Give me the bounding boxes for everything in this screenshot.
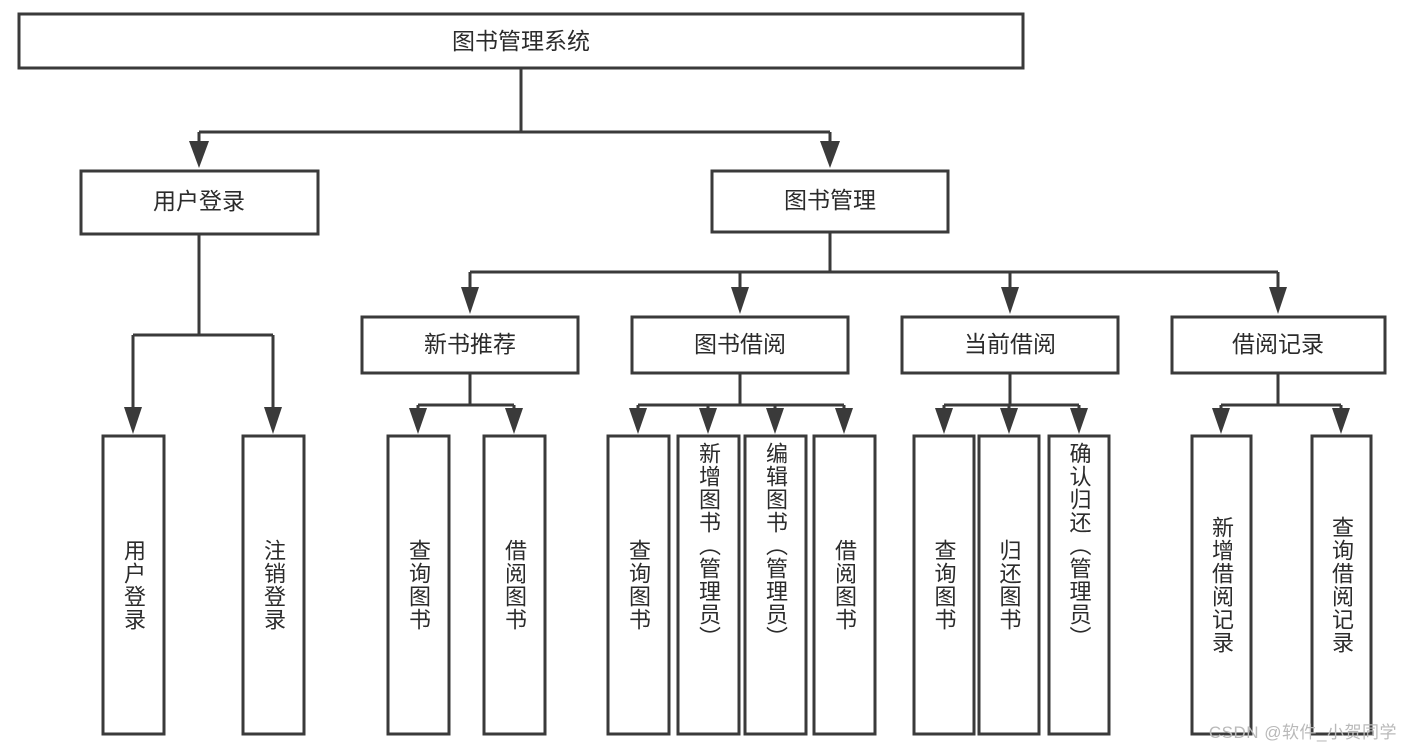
arrow-head-leaf-query-book-2 [629,408,647,434]
arrow-head-book-borrow [731,287,749,314]
arrow-head-leaf-logout [264,407,282,434]
arrow-head-book-mgmt [820,141,840,168]
node-book-mgmt-label: 图书管理 [784,187,876,213]
node-borrow-record-label: 借阅记录 [1232,331,1324,357]
arrow-head-user-login [189,141,209,168]
node-leaf-query-book-1-box[interactable] [386,434,451,736]
arrow-head-leaf-borrow-book-2 [835,408,853,434]
node-leaf-user-login-box[interactable] [101,434,166,736]
node-leaf-confirm-return-box[interactable] [1047,434,1111,736]
node-current-borrow[interactable]: 当前借阅 [900,315,1120,375]
node-leaf-logout-box[interactable] [241,434,306,736]
node-book-mgmt-box[interactable] [710,169,950,234]
node-book-borrow-label: 图书借阅 [694,331,786,357]
node-leaf-add-record-box[interactable] [1190,434,1253,736]
node-root[interactable]: 图书管理系统 [17,12,1025,70]
node-new-book-rec-label: 新书推荐 [424,331,516,357]
arrow-head-leaf-add-book [699,408,717,434]
arrow-head-leaf-query-book-1 [409,408,427,434]
arrow-head-leaf-edit-book [766,408,784,434]
edge-group-current-borrow [935,373,1088,434]
node-user-login-box[interactable] [79,169,320,236]
node-leaf-return-book-box[interactable] [977,434,1041,736]
node-leaf-query-record-box[interactable] [1310,434,1373,736]
node-leaf-query-book-2-box[interactable] [606,434,671,736]
node-book-borrow[interactable]: 图书借阅 [630,315,850,375]
node-leaf-edit-book-box[interactable] [743,434,808,736]
node-leaf-query-book-3-box[interactable] [912,434,976,736]
arrow-head-leaf-add-record [1212,408,1230,434]
node-user-login-label: 用户登录 [153,188,245,214]
node-leaf-borrow-book-2-box[interactable] [812,434,877,736]
node-user-login[interactable]: 用户登录 [79,169,320,236]
arrow-head-leaf-user-login [124,407,142,434]
node-root-label: 图书管理系统 [452,28,590,54]
csdn-watermark: CSDN @软件_小贺同学 [1208,723,1397,742]
arrow-head-leaf-query-book-3 [935,408,953,434]
edge-group-new-book-rec [409,373,523,434]
node-borrow-record-box[interactable] [1170,315,1387,375]
node-root-box[interactable] [17,12,1025,70]
arrow-head-new-book-rec [461,287,479,314]
node-book-mgmt[interactable]: 图书管理 [710,169,950,234]
node-borrow-record[interactable]: 借阅记录 [1170,315,1387,375]
node-new-book-rec-box[interactable] [360,315,580,375]
edge-group-user-login [124,235,282,434]
node-leaf-add-book-box[interactable] [676,434,741,736]
arrow-head-leaf-return-book [1000,408,1018,434]
edge-group-book-borrow [629,373,853,434]
edge-group-borrow-record [1212,373,1350,434]
arrow-head-leaf-confirm-return [1070,408,1088,434]
arrow-head-leaf-borrow-book-1 [505,408,523,434]
edge-group-root [189,68,840,168]
node-leaf-borrow-book-1-box[interactable] [482,434,547,736]
node-book-borrow-box[interactable] [630,315,850,375]
node-new-book-rec[interactable]: 新书推荐 [360,315,580,375]
edge-group-book-mgmt [461,232,1287,314]
arrow-head-leaf-query-record [1332,408,1350,434]
node-current-borrow-label: 当前借阅 [964,331,1056,357]
arrow-head-current-borrow [1001,287,1019,314]
arrow-head-borrow-record [1269,287,1287,314]
node-current-borrow-box[interactable] [900,315,1120,375]
